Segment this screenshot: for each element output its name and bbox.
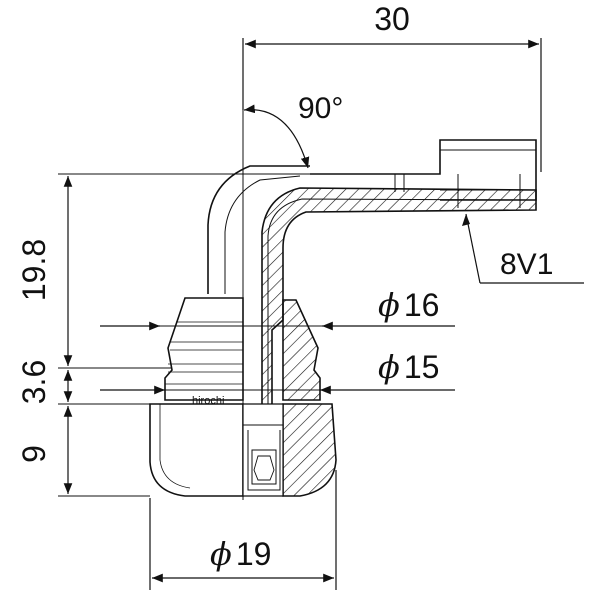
sectioned-elbow: [261, 187, 537, 426]
dimension-label-19-8: 19.8: [16, 239, 52, 301]
tapered-body-right: [282, 299, 321, 401]
watermark-text: hirochi: [192, 395, 224, 407]
dimension-label-9: 9: [16, 445, 52, 463]
dimension-width-30: 30: [242, 1, 542, 172]
dimension-label-angle: 90°: [298, 92, 343, 125]
reference-lines: [58, 173, 320, 497]
dimension-label-30: 30: [374, 1, 410, 37]
valve-body: [149, 98, 537, 500]
thread-label-8v1: 8V1: [500, 248, 553, 281]
thread-callout: 8V1: [462, 213, 584, 284]
nut-right: [282, 403, 337, 497]
dimension-angle-90: 90°: [243, 92, 343, 169]
tapered-body-left: [164, 297, 244, 401]
nut-left: [149, 403, 244, 497]
dimension-heights: 19.8 3.6 9: [16, 176, 73, 494]
dimension-label-3-6: 3.6: [16, 360, 52, 404]
